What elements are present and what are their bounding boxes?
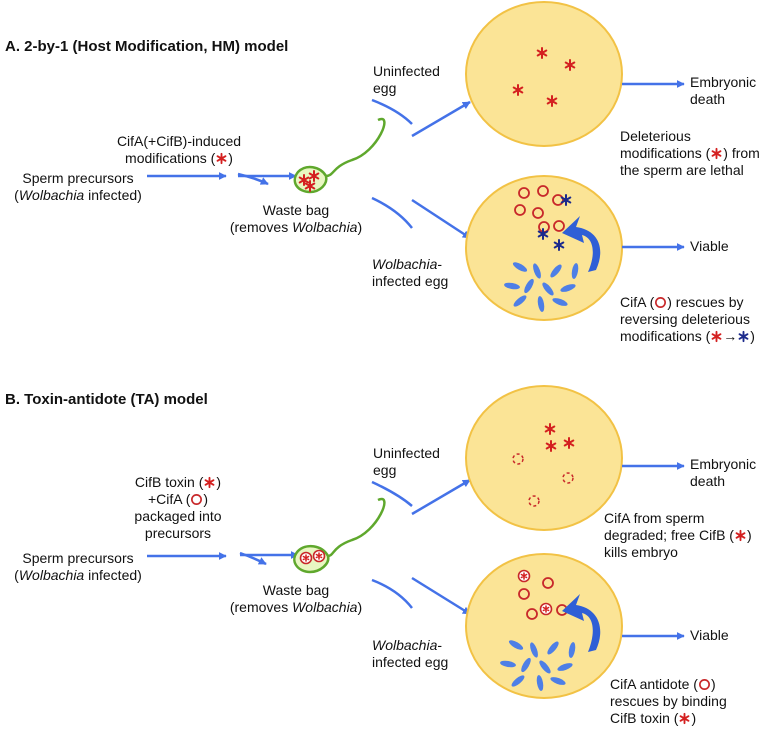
red-star-symbol	[735, 529, 746, 542]
sperm-cell-b	[293, 497, 386, 574]
red-ring-symbol	[191, 494, 203, 505]
panel-a	[147, 1, 685, 321]
infected-egg-a	[465, 175, 623, 321]
infected-egg-label: Wolbachia- infected egg	[372, 256, 449, 289]
toxin-packaging-label: CifB toxin () +CifA () packaged into pre…	[134, 474, 222, 541]
sperm-cell-a	[293, 117, 386, 194]
red-star-symbol	[711, 330, 722, 343]
rescue-explanation: CifA () rescues by reversing deleterious…	[620, 294, 755, 344]
panel-a-title: A. 2-by-1 (Host Modification, HM) model	[5, 38, 289, 55]
arrow-to-uninfected-egg-a	[411, 100, 471, 138]
death-explanation-b: CifA from sperm degraded; free CifB () k…	[604, 510, 752, 560]
waste-bag-label: Waste bag (removes Wolbachia)	[229, 202, 363, 235]
infected-egg-curve-a	[371, 196, 413, 229]
sperm-precursors-label: Sperm precursors (Wolbachia infected)	[14, 170, 142, 203]
red-star-symbol	[680, 712, 690, 725]
reversal-arrow: →	[723, 328, 738, 344]
rescue-arrow-b	[562, 594, 601, 652]
arrow-to-waste-bag	[237, 172, 269, 186]
infected-egg-curve-b	[371, 578, 413, 609]
embryonic-death-label: Embryonic death	[690, 74, 757, 107]
uninfected-egg-label-b: Uninfected egg	[373, 445, 440, 478]
red-ring-symbol	[698, 679, 710, 690]
rescue-explanation-b: CifA antidote () rescues by binding CifB…	[610, 676, 727, 726]
navy-star-symbol	[738, 330, 749, 343]
sperm-precursors-label-b: Sperm precursors (Wolbachia infected)	[14, 550, 142, 583]
death-explanation: Deleterious modifications () from the sp…	[620, 128, 760, 178]
viable-label: Viable	[690, 238, 729, 254]
waste-bag-label-b: Waste bag (removes Wolbachia)	[229, 582, 363, 615]
arrow-to-infected-egg-b	[411, 576, 471, 616]
uninfected-egg-b	[465, 385, 623, 531]
red-star-symbol	[711, 147, 722, 160]
modification-label: CifA(+CifB)-induced modifications ()	[116, 133, 242, 166]
uninfected-egg-curve-a	[371, 98, 413, 125]
uninfected-egg-label: Uninfected egg	[373, 63, 440, 96]
infected-egg-label-b: Wolbachia- infected egg	[372, 637, 449, 670]
infected-egg-b	[465, 553, 623, 699]
panel-b	[147, 385, 685, 699]
arrow-to-uninfected-egg-b	[411, 478, 471, 516]
rescue-arrow-a	[562, 216, 601, 272]
uninfected-egg-curve-b	[371, 480, 413, 507]
uninfected-egg-a	[465, 1, 623, 147]
red-ring-symbol	[655, 297, 667, 308]
arrow-to-infected-egg-a	[411, 198, 471, 240]
bound-complex	[517, 569, 531, 583]
red-star-symbol	[216, 152, 227, 165]
bound-complex	[539, 602, 553, 616]
embryonic-death-label-b: Embryonic death	[690, 456, 757, 489]
viable-label-b: Viable	[690, 627, 729, 643]
red-star-symbol	[204, 476, 215, 489]
panel-b-title: B. Toxin-antidote (TA) model	[5, 391, 208, 408]
